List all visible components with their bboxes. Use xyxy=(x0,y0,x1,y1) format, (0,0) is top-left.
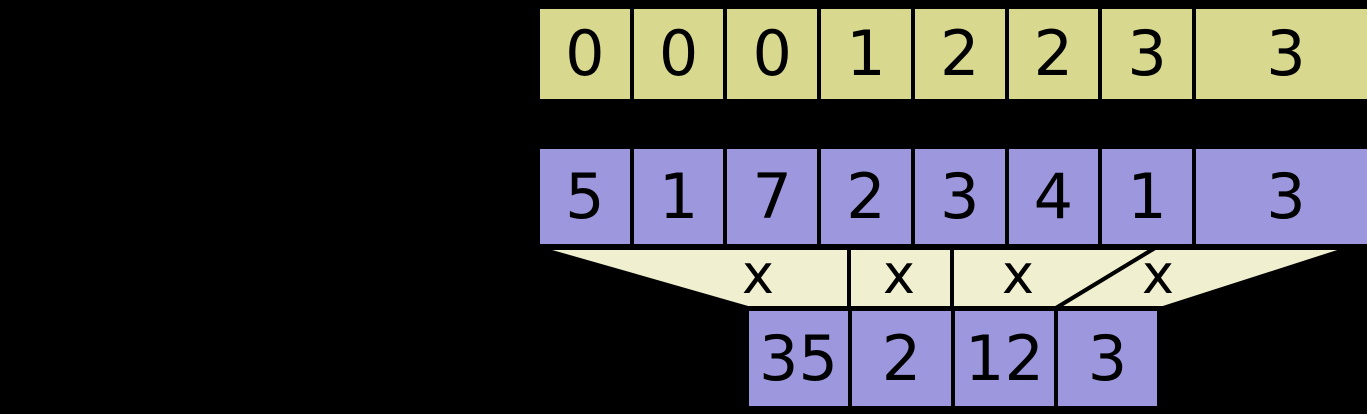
key-cell: 0 xyxy=(540,9,634,99)
funnel-segment-2 xyxy=(847,246,954,310)
funnel-segment-4 xyxy=(1048,246,1351,310)
result-cell: 3 xyxy=(1058,311,1157,406)
key-cell: 1 xyxy=(821,9,915,99)
result-cell: 2 xyxy=(852,311,955,406)
keys-row: 0 0 0 1 2 2 3 3 xyxy=(536,5,1367,103)
funnel-segment-3 xyxy=(950,246,1163,310)
multiply-operator: x xyxy=(883,243,915,306)
result-cell: 35 xyxy=(749,311,852,406)
value-cell: 3 xyxy=(914,149,1009,244)
values-row: 5 1 7 2 3 4 1 3 xyxy=(536,145,1367,248)
value-cell: 1 xyxy=(633,149,728,244)
value-cell: 4 xyxy=(1008,149,1103,244)
multiply-operator: x xyxy=(1002,243,1034,306)
value-cell: 5 xyxy=(540,149,634,244)
key-cell: 0 xyxy=(633,9,728,99)
value-cell: 1 xyxy=(1102,149,1196,244)
results-row: 35 2 12 3 xyxy=(745,307,1161,410)
key-cell: 0 xyxy=(727,9,822,99)
key-cell: 3 xyxy=(1195,9,1367,99)
value-cell: 7 xyxy=(727,149,822,244)
value-cell: 3 xyxy=(1195,149,1367,244)
key-cell: 3 xyxy=(1102,9,1196,99)
result-cell: 12 xyxy=(955,311,1058,406)
key-cell: 2 xyxy=(1008,9,1103,99)
key-cell: 2 xyxy=(914,9,1009,99)
multiply-operator: x xyxy=(742,243,774,306)
multiply-operator: x xyxy=(1142,243,1174,306)
funnel-segment-1 xyxy=(537,246,851,310)
value-cell: 2 xyxy=(821,149,915,244)
